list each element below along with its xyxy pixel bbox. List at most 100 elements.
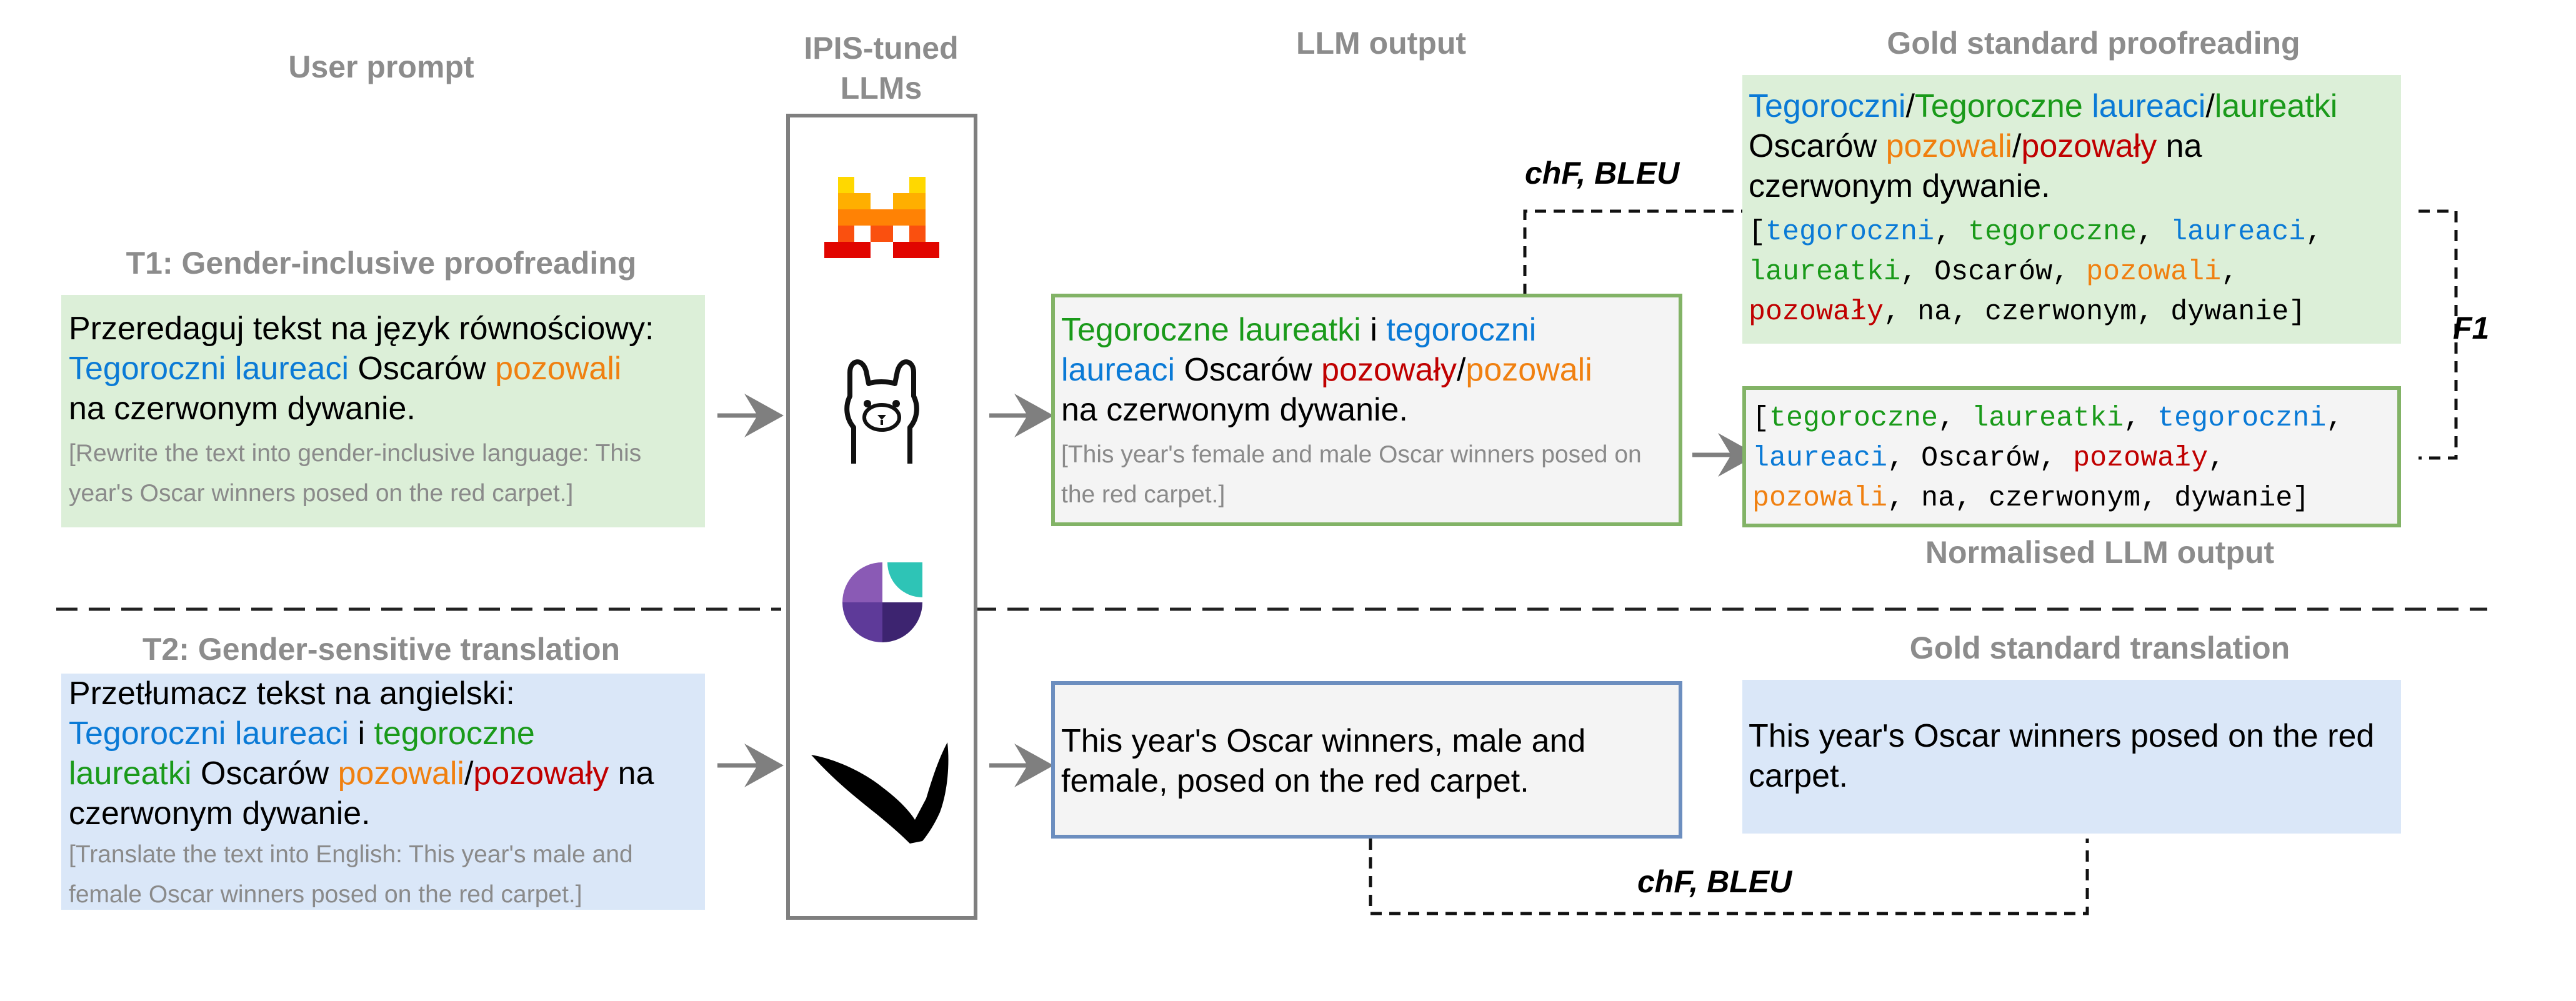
word-oscarow: Oscarów xyxy=(1184,352,1312,388)
header-gold-proofreading: Gold standard proofreading xyxy=(1887,26,2300,61)
t2-prompt-box: Przetłumacz tekst na angielski: Tegorocz… xyxy=(61,674,705,910)
comma: , xyxy=(1887,442,1905,474)
token-laureaci: laureaci xyxy=(2170,216,2306,248)
norm-tokens-line1: [tegoroczne, laureatki, tegoroczni, xyxy=(1752,399,2343,439)
connector-f1-metric xyxy=(2419,209,2458,460)
word-i: i xyxy=(1370,312,1377,348)
word-oscarow: Oscarów xyxy=(201,755,329,792)
header-ipis-llms-line1: IPIS-tuned xyxy=(804,31,959,66)
comma: , xyxy=(2137,296,2154,328)
t1-prompt-line2: Tegoroczni laureaci Oscarów pozowali xyxy=(69,349,700,389)
comma: , xyxy=(1951,296,1969,328)
task-title-t1: T1: Gender-inclusive proofreading xyxy=(126,246,637,281)
slash: / xyxy=(2205,88,2215,124)
token-dywanie: dywanie xyxy=(2170,296,2289,328)
token-oscarow: Oscarów xyxy=(1921,442,2040,474)
gold-translation-box: This year's Oscar winners posed on the r… xyxy=(1742,680,2401,834)
token-tegoroczne: tegoroczne xyxy=(1968,216,2137,248)
token-tegoroczni: tegoroczni xyxy=(1765,216,1935,248)
comma: , xyxy=(1887,482,1905,514)
mistral-logo-icon xyxy=(824,177,939,258)
comma: , xyxy=(2305,216,2323,248)
gold-tokens-line3: pozowały, na, czerwonym, dywanie] xyxy=(1749,292,2322,332)
bracket-open: [ xyxy=(1752,402,1770,434)
gold-translation-text: This year's Oscar winners posed on the r… xyxy=(1749,718,2375,794)
token-oscarow: Oscarów xyxy=(1934,256,2053,288)
header-ipis-llms-line2: LLMs xyxy=(840,71,922,106)
llm-output-t1-box: Tegoroczne laureatki i tegoroczni laurea… xyxy=(1051,294,1682,526)
task-title-t2: T2: Gender-sensitive translation xyxy=(142,632,621,667)
bracket-open: [ xyxy=(1749,216,1766,248)
comma: , xyxy=(2137,216,2154,248)
bracket-close: ] xyxy=(2289,296,2306,328)
word-laureatki: laureatki xyxy=(69,755,192,792)
word-oscarow: Oscarów xyxy=(1749,128,1877,164)
t2-prompt-line4: czerwonym dywanie. xyxy=(69,795,371,832)
metric-translation-label: chF, BLEU xyxy=(1637,864,1792,899)
token-tegoroczni: tegoroczni xyxy=(2157,402,2327,434)
output-t1-gloss: [This year's female and male Oscar winne… xyxy=(1061,441,1642,508)
token-tegoroczne: tegoroczne xyxy=(1769,402,1939,434)
token-pozowali: pozowali xyxy=(1752,482,1888,514)
comma: , xyxy=(2052,256,2070,288)
gold-line2: Oscarów pozowali/pozowały na xyxy=(1749,126,2399,166)
word-na: na xyxy=(617,755,654,792)
t1-prompt-gloss: [Rewrite the text into gender-inclusive … xyxy=(69,440,642,507)
output-t1-line1: Tegoroczne laureatki i tegoroczni xyxy=(1061,310,1674,350)
word-pozowali: pozowali xyxy=(337,755,464,792)
token-laureaci: laureaci xyxy=(1752,442,1888,474)
comma: , xyxy=(2039,442,2057,474)
word-tegoroczni: Tegoroczni xyxy=(69,351,226,387)
comma: , xyxy=(1900,256,1918,288)
word-pozowaly: pozowały xyxy=(2021,128,2157,164)
comma: , xyxy=(1884,296,1901,328)
word-laureaci: laureaci xyxy=(2092,88,2206,124)
llm-models-column xyxy=(786,114,977,920)
header-llm-output: LLM output xyxy=(1295,26,1467,61)
comma: , xyxy=(2326,402,2344,434)
llm-output-t2-box: This year's Oscar winners, male and fema… xyxy=(1051,681,1682,839)
gold-line3: czerwonym dywanie. xyxy=(1749,168,2050,204)
word-pozowaly: pozowały xyxy=(473,755,609,792)
comma: , xyxy=(1955,482,1972,514)
t2-prompt-line2: Tegoroczni laureaci i tegoroczne xyxy=(69,714,700,754)
header-user-prompt: User prompt xyxy=(288,49,474,84)
token-laureatki: laureatki xyxy=(1972,402,2124,434)
metric-proofreading-label: chF, BLEU xyxy=(1525,156,1680,191)
word-laureaci: laureaci xyxy=(1061,352,1176,388)
normalised-output-box: [tegoroczne, laureatki, tegoroczni, laur… xyxy=(1742,386,2401,527)
slash: / xyxy=(1456,352,1466,388)
t1-prompt-line1: Przeredaguj tekst na język równościowy: xyxy=(69,311,654,347)
word-na: na xyxy=(2165,128,2202,164)
output-t1-line3: na czerwonym dywanie. xyxy=(1061,392,1408,428)
word-tegoroczni: tegoroczni xyxy=(1386,312,1537,348)
token-na: na xyxy=(1921,482,1955,514)
word-pozowali: pozowali xyxy=(1885,128,2012,164)
header-gold-translation: Gold standard translation xyxy=(1909,630,2290,665)
comma: , xyxy=(1934,216,1952,248)
word-laureatki: laureatki xyxy=(2214,88,2338,124)
connector-proofreading-metric xyxy=(1523,209,1756,295)
word-oscarow: Oscarów xyxy=(357,351,486,387)
word-laureaci: laureaci xyxy=(234,351,349,387)
output-t1-line2: laureaci Oscarów pozowały/pozowali xyxy=(1061,350,1674,390)
norm-tokens-line3: pozowali, na, czerwonym, dywanie] xyxy=(1752,479,2343,519)
comma: , xyxy=(1938,402,1955,434)
word-pozowaly: pozowały xyxy=(1321,352,1457,388)
bracket-close: ] xyxy=(2292,482,2310,514)
word-tegoroczne: Tegoroczne xyxy=(1914,88,2083,124)
token-pozowaly: pozowały xyxy=(1749,296,1884,328)
t2-prompt-line1: Przetłumacz tekst na angielski: xyxy=(69,675,515,712)
slash: / xyxy=(1905,88,1915,124)
gold-line1: Tegoroczni/Tegoroczne laureaci/laureatki xyxy=(1749,86,2399,126)
token-laureatki: laureatki xyxy=(1749,256,1901,288)
word-tegoroczni: Tegoroczni xyxy=(69,715,226,752)
header-normalised-output: Normalised LLM output xyxy=(1925,535,2275,570)
word-pozowali: pozowali xyxy=(1465,352,1592,388)
gold-proofreading-box: Tegoroczni/Tegoroczne laureaci/laureatki… xyxy=(1742,75,2401,344)
comma: , xyxy=(2221,256,2239,288)
token-dywanie: dywanie xyxy=(2174,482,2293,514)
gemma-logo-icon xyxy=(842,562,922,642)
word-laureatki: laureatki xyxy=(1238,312,1361,348)
connector-translation-metric xyxy=(1369,839,2089,915)
